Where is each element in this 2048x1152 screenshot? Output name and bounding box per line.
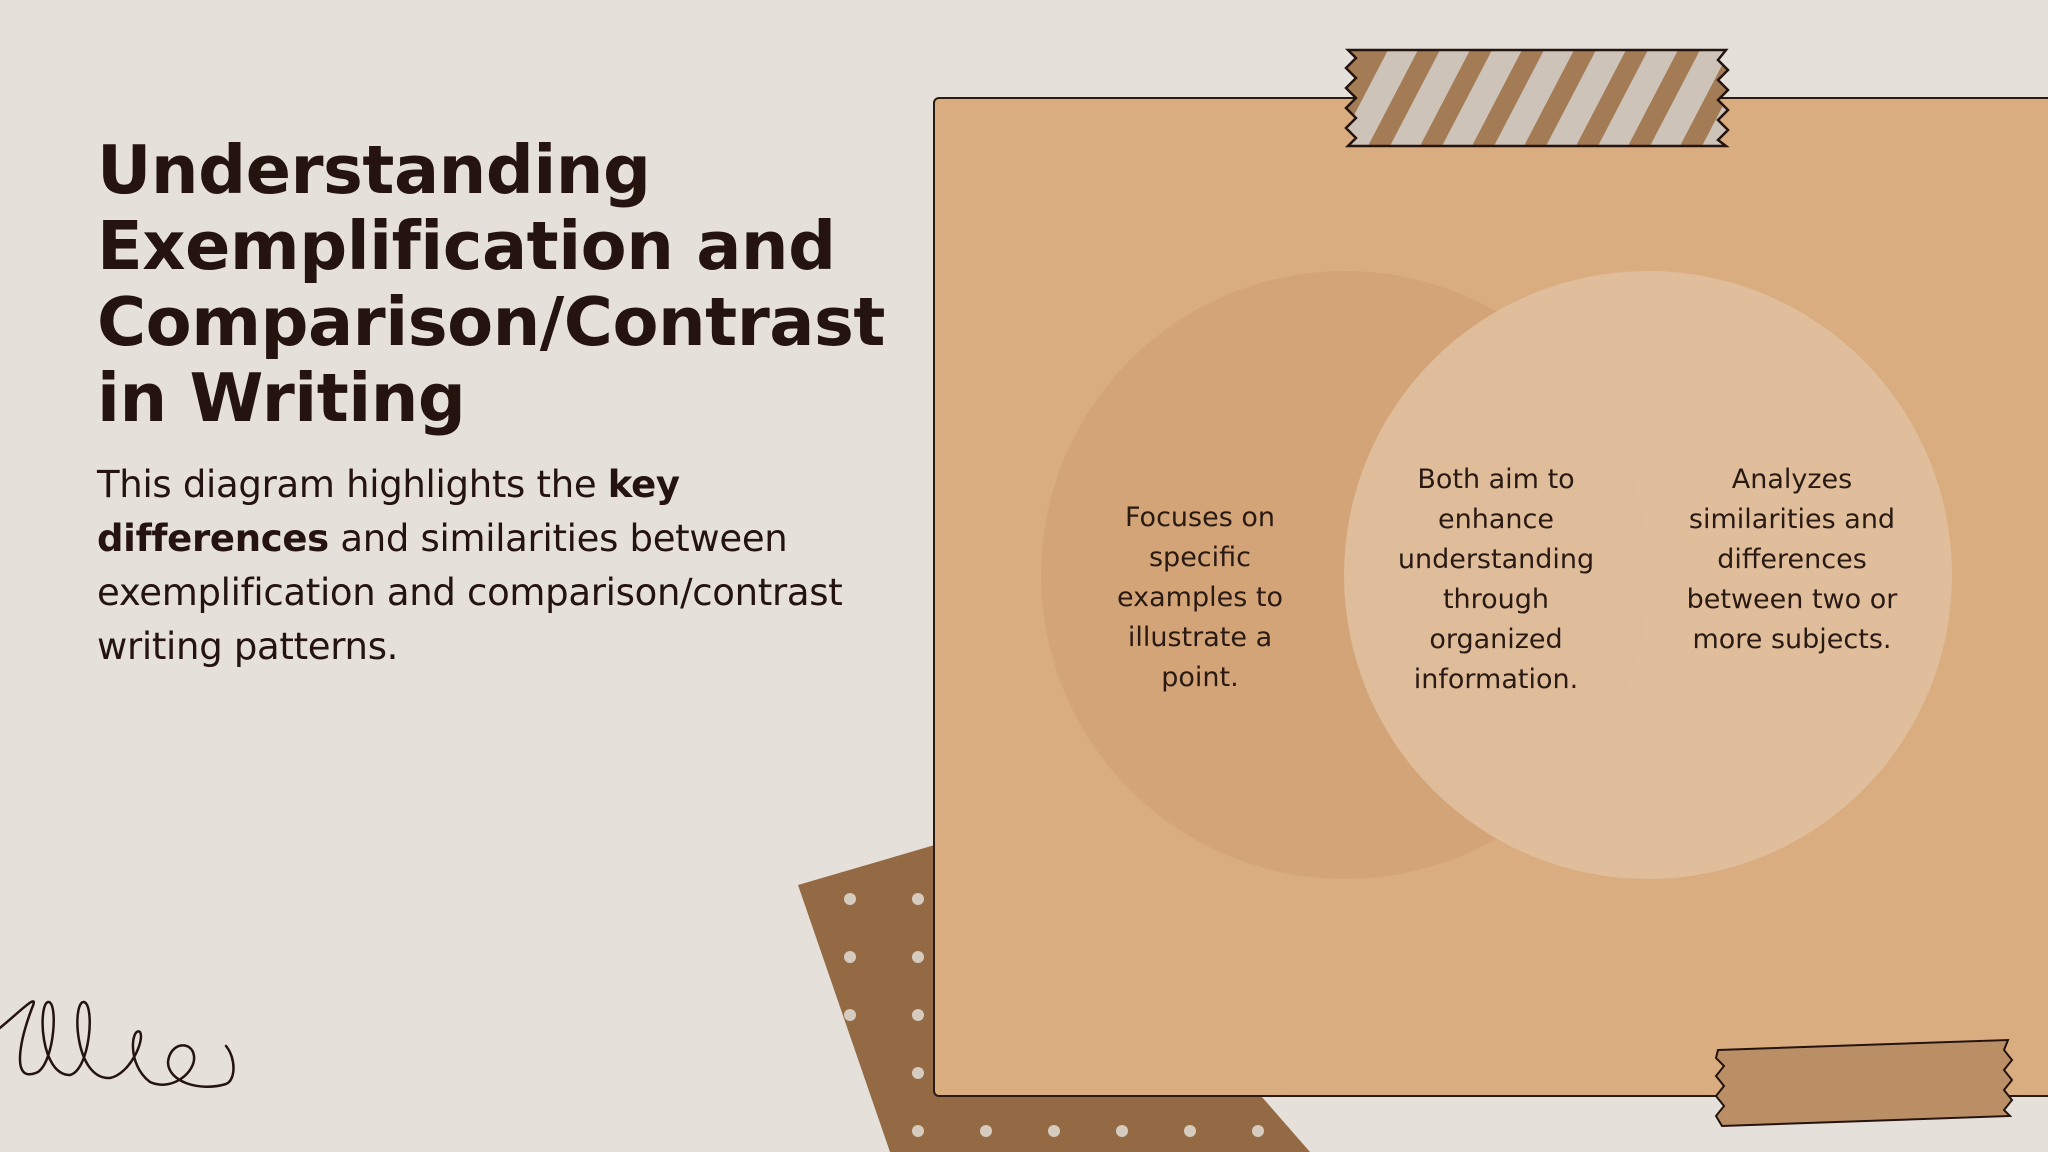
subtitle-prefix: This diagram highlights the	[97, 463, 608, 506]
venn-left-label: Focuses on specific examples to illustra…	[1117, 502, 1283, 693]
subtitle-suffix: and similarities between exemplification…	[97, 517, 843, 668]
venn-right-label: Analyzes similarities and differences be…	[1686, 464, 1898, 655]
venn-center-label: Both aim to enhance understanding throug…	[1397, 464, 1595, 695]
plain-tape-icon	[1714, 1038, 2014, 1128]
venn-circle-right	[1344, 271, 1952, 879]
subtitle-emphasis: key differences	[97, 463, 680, 560]
page-title: Understanding Exemplification and Compar…	[97, 131, 885, 437]
striped-tape-icon	[1344, 48, 1730, 148]
loop-doodle-icon	[0, 1000, 235, 1089]
page-subtitle: This diagram highlights the key differen…	[97, 458, 877, 674]
